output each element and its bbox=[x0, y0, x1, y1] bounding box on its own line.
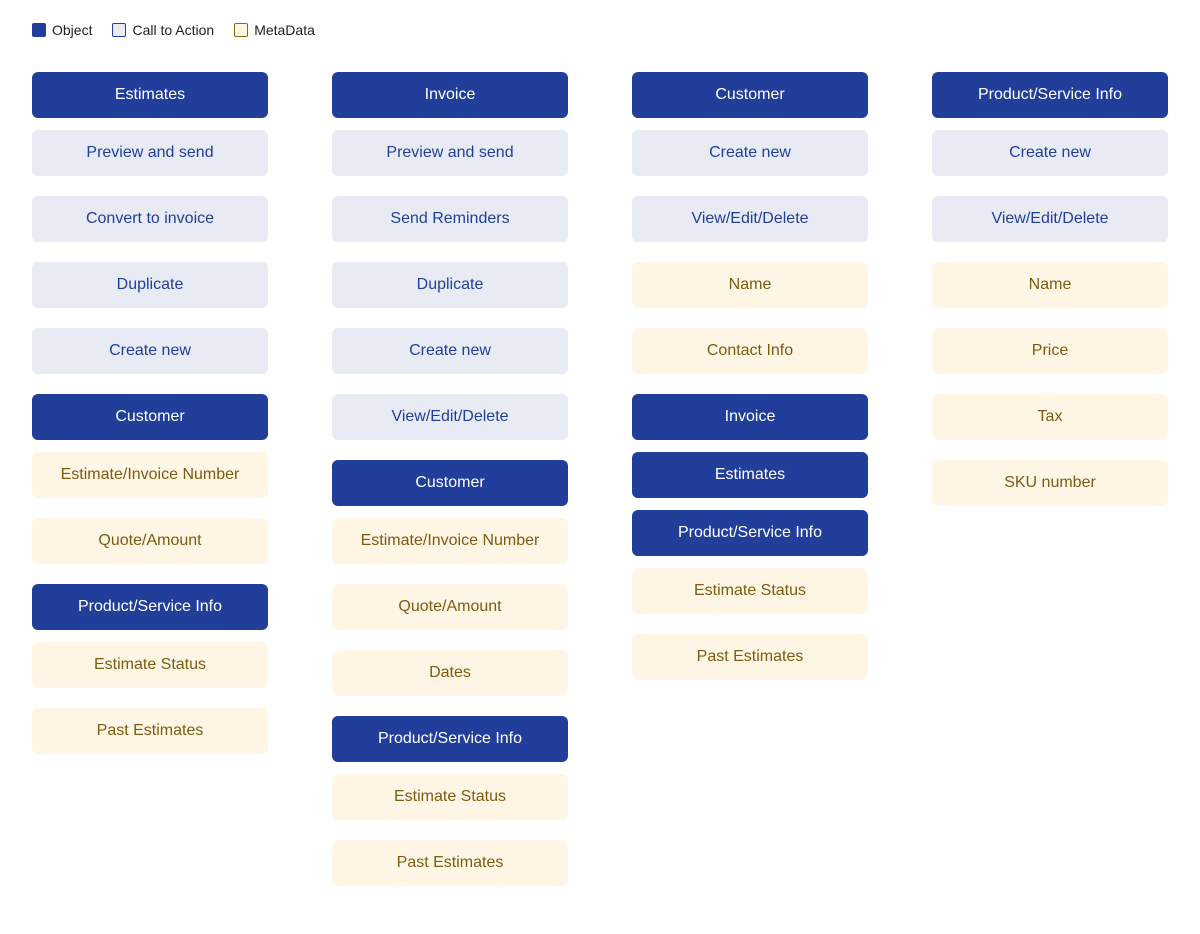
cta-card-view-edit-delete: View/Edit/Delete bbox=[632, 196, 868, 242]
cta-card-duplicate: Duplicate bbox=[332, 262, 568, 308]
legend-item-meta: MetaData bbox=[234, 22, 315, 38]
legend-swatch-object bbox=[32, 23, 46, 37]
cta-card-view-edit-delete: View/Edit/Delete bbox=[332, 394, 568, 440]
cta-card-convert-to-invoice: Convert to invoice bbox=[32, 196, 268, 242]
legend-label: Object bbox=[52, 22, 93, 38]
cta-card-preview-and-send: Preview and send bbox=[332, 130, 568, 176]
cta-card-create-new: Create new bbox=[32, 328, 268, 374]
cta-card-create-new: Create new bbox=[632, 130, 868, 176]
meta-card-past-estimates: Past Estimates bbox=[332, 840, 568, 886]
cta-card-view-edit-delete: View/Edit/Delete bbox=[932, 196, 1168, 242]
meta-card-estimate-invoice-number: Estimate/Invoice Number bbox=[32, 452, 268, 498]
legend-swatch-cta bbox=[112, 23, 127, 37]
object-card-customer: Customer bbox=[632, 72, 868, 118]
object-card-customer: Customer bbox=[332, 460, 568, 506]
object-card-product-service-info: Product/Service Info bbox=[32, 584, 268, 630]
cta-card-create-new: Create new bbox=[932, 130, 1168, 176]
cta-card-create-new: Create new bbox=[332, 328, 568, 374]
object-card-estimates: Estimates bbox=[32, 72, 268, 118]
meta-card-quote-amount: Quote/Amount bbox=[332, 584, 568, 630]
meta-card-price: Price bbox=[932, 328, 1168, 374]
legend-swatch-meta bbox=[234, 23, 249, 37]
object-card-estimates: Estimates bbox=[632, 452, 868, 498]
meta-card-estimate-status: Estimate Status bbox=[632, 568, 868, 614]
meta-card-past-estimates: Past Estimates bbox=[32, 708, 268, 754]
meta-card-name: Name bbox=[632, 262, 868, 308]
cta-card-send-reminders: Send Reminders bbox=[332, 196, 568, 242]
object-card-invoice: Invoice bbox=[632, 394, 868, 440]
meta-card-estimate-status: Estimate Status bbox=[32, 642, 268, 688]
object-card-product-service-info: Product/Service Info bbox=[932, 72, 1168, 118]
meta-card-estimate-invoice-number: Estimate/Invoice Number bbox=[332, 518, 568, 564]
object-card-invoice: Invoice bbox=[332, 72, 568, 118]
meta-card-tax: Tax bbox=[932, 394, 1168, 440]
legend-label: MetaData bbox=[254, 22, 315, 38]
meta-card-estimate-status: Estimate Status bbox=[332, 774, 568, 820]
meta-card-dates: Dates bbox=[332, 650, 568, 696]
meta-card-past-estimates: Past Estimates bbox=[632, 634, 868, 680]
legend: Object Call to Action MetaData bbox=[32, 22, 335, 38]
cta-card-duplicate: Duplicate bbox=[32, 262, 268, 308]
meta-card-name: Name bbox=[932, 262, 1168, 308]
object-card-customer: Customer bbox=[32, 394, 268, 440]
legend-item-object: Object bbox=[32, 22, 92, 38]
object-card-product-service-info: Product/Service Info bbox=[332, 716, 568, 762]
legend-label: Call to Action bbox=[132, 22, 215, 38]
object-card-product-service-info: Product/Service Info bbox=[632, 510, 868, 556]
meta-card-quote-amount: Quote/Amount bbox=[32, 518, 268, 564]
legend-item-cta: Call to Action bbox=[112, 22, 214, 38]
meta-card-sku-number: SKU number bbox=[932, 460, 1168, 506]
meta-card-contact-info: Contact Info bbox=[632, 328, 868, 374]
cta-card-preview-and-send: Preview and send bbox=[32, 130, 268, 176]
